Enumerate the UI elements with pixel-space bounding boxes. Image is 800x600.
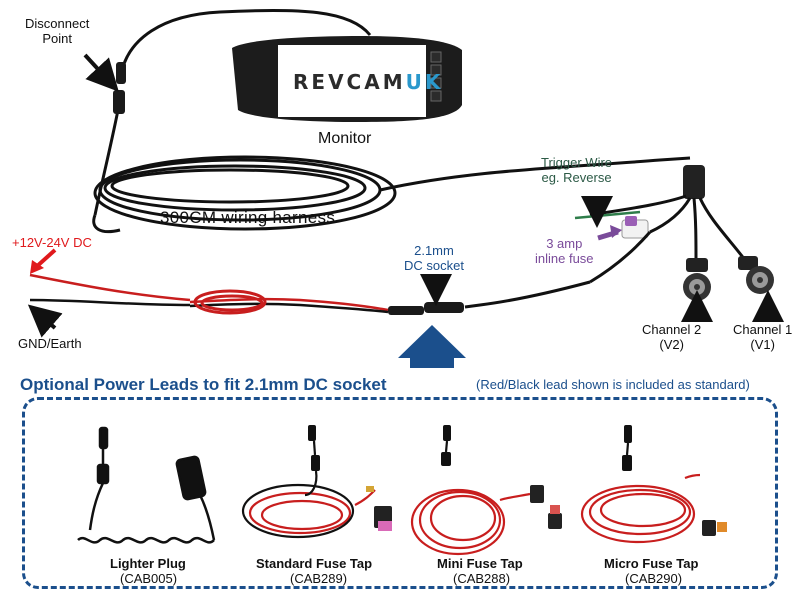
dc-socket-line-1: 2.1mm	[414, 243, 454, 258]
product-name-standard-fuse-tap: Standard Fuse Tap	[256, 556, 373, 571]
monitor-brand-logo: REVCAMUK	[293, 70, 443, 94]
disconnect-point-label: Disconnect Point	[25, 16, 89, 46]
lighter-plug-image	[77, 426, 216, 544]
disconnect-lower-cable	[93, 109, 120, 216]
positive-arrow-head	[30, 260, 44, 274]
micro-fuse-tap-image	[580, 425, 727, 544]
channel-2-label: Channel 2 (V2)	[642, 322, 701, 352]
channel-1-label: Channel 1 (V1)	[733, 322, 792, 352]
brand-part-1: REVCAM	[293, 70, 406, 94]
product-code-lighter-plug: (CAB005)	[120, 571, 178, 586]
harness-label: 300CM wiring harness	[160, 208, 336, 227]
channel-2-line-1: Channel 2	[642, 322, 702, 337]
dc-socket-cable	[464, 280, 591, 309]
dc-socket-label: 2.1mm DC socket	[404, 243, 464, 273]
trigger-wire-line-2: eg. Reverse	[541, 170, 612, 185]
ground-arrow	[27, 304, 63, 338]
brand-part-2: UK	[405, 70, 444, 94]
power-lead	[29, 273, 389, 314]
fuse-line-1: 3 amp	[546, 236, 583, 251]
standard-fuse-tap-image	[241, 425, 392, 539]
dc-socket-body	[424, 302, 464, 313]
wiring-harness-coil	[92, 155, 691, 234]
disconnect-point-line-1: Disconnect	[25, 16, 90, 31]
fuse-arrow-head	[610, 225, 622, 238]
trigger-wire-line-1: Trigger Wire	[541, 155, 613, 170]
optional-leads-title: Optional Power Leads to fit 2.1mm DC soc…	[20, 375, 387, 394]
channel-1-plug	[738, 256, 774, 294]
product-name-lighter-plug: Lighter Plug	[110, 556, 186, 571]
disconnect-connector-lower	[113, 90, 125, 114]
channel-1-line-2: (V1)	[750, 337, 775, 352]
fuse-label: 3 amp inline fuse	[535, 236, 594, 266]
product-code-standard-fuse-tap: (CAB289)	[290, 571, 348, 586]
inline-fuse-purple	[625, 216, 637, 226]
power-lead-coil	[193, 289, 267, 315]
dc-socket-line-2: DC socket	[404, 258, 464, 273]
monitor-label: Monitor	[318, 130, 372, 147]
fuse-line-2: inline fuse	[535, 251, 594, 266]
trigger-wire-label: Trigger Wire eg. Reverse	[541, 155, 612, 185]
product-name-mini-fuse-tap: Mini Fuse Tap	[437, 556, 523, 571]
disconnect-point-line-2: Point	[42, 31, 72, 46]
channel-2-line-2: (V2)	[659, 337, 684, 352]
product-code-micro-fuse-tap: (CAB290)	[625, 571, 683, 586]
dc-socket-branch	[589, 231, 652, 284]
disconnect-connector-upper	[116, 62, 126, 84]
channel-2-plug	[683, 258, 711, 301]
positive-label: +12V-24V DC	[12, 235, 92, 250]
dc-plug-body	[388, 306, 424, 315]
product-code-mini-fuse-tap: (CAB288)	[453, 571, 511, 586]
mini-fuse-tap-image	[410, 425, 562, 556]
disconnect-arrow	[83, 53, 119, 92]
optional-leads-note: (Red/Black lead shown is included as sta…	[476, 377, 750, 392]
mirror-monitor	[232, 36, 462, 122]
channel-1-line-1: Channel 1	[733, 322, 793, 337]
optional-leads-arrow	[398, 325, 466, 368]
junction-block	[683, 165, 705, 199]
product-name-micro-fuse-tap: Micro Fuse Tap	[604, 556, 699, 571]
ground-label: GND/Earth	[18, 336, 82, 351]
optional-leads-panel	[22, 397, 778, 589]
monitor-cable	[120, 8, 372, 71]
